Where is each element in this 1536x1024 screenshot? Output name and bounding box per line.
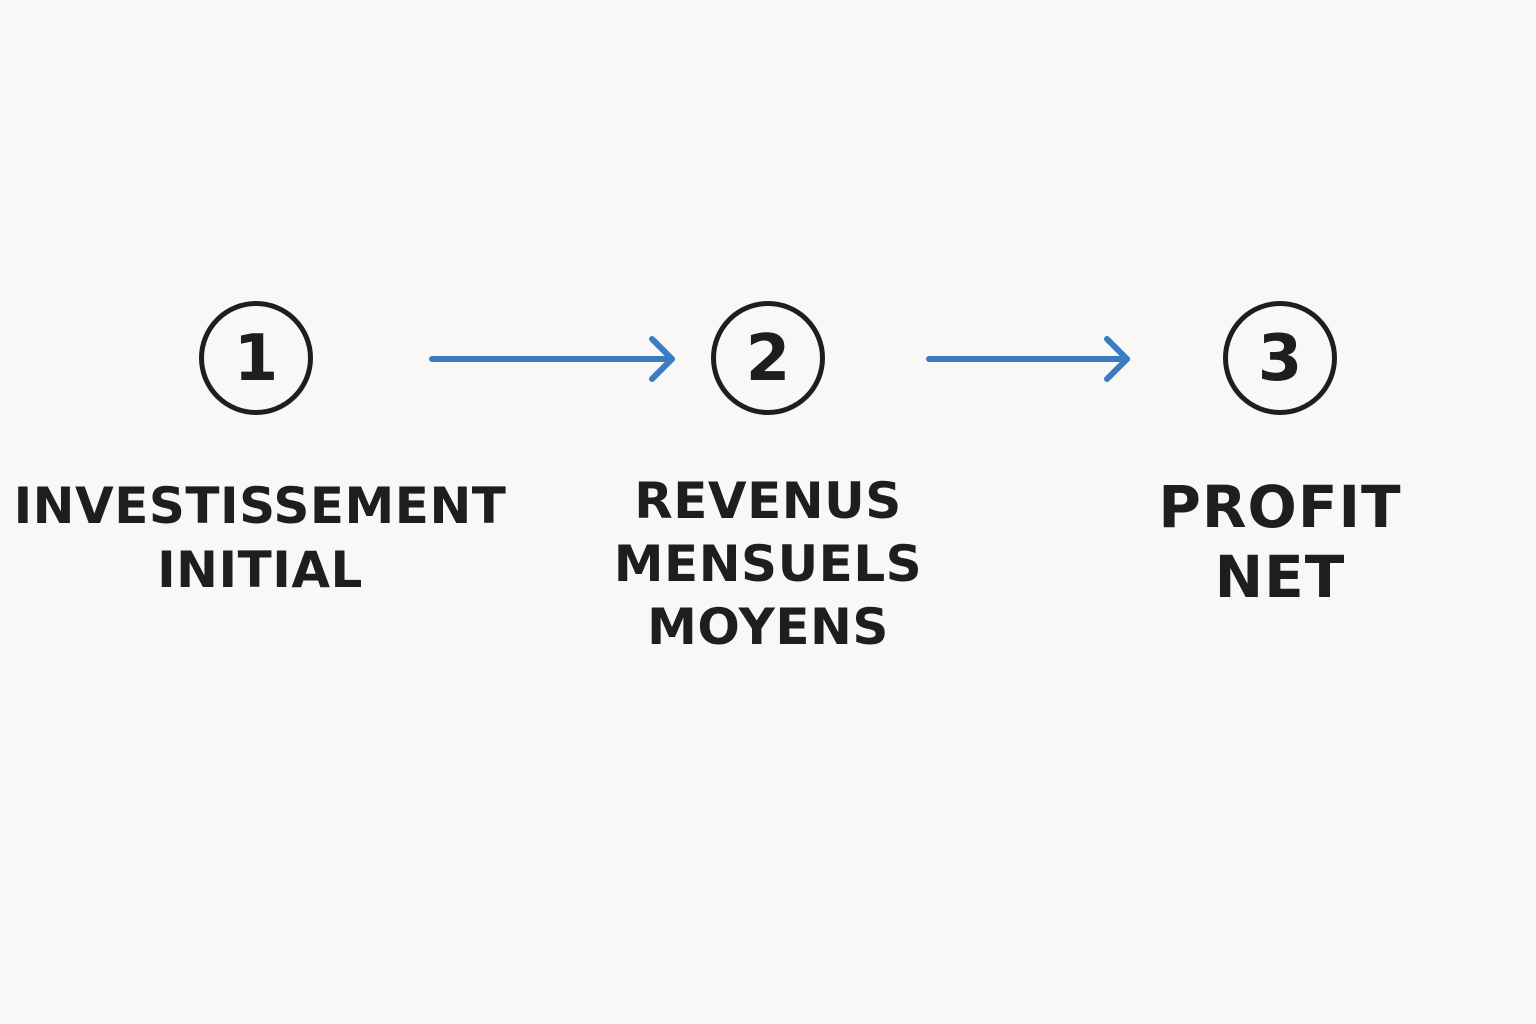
step-3-label-line-1: PROFIT: [1158, 473, 1402, 541]
right-arrow-icon: [926, 336, 1130, 382]
right-arrow-icon: [429, 336, 675, 382]
step-2-circle: 2: [711, 301, 825, 415]
step-1-label: INVESTISSEMENT INITIAL: [0, 474, 520, 602]
step-3-label-line-2: NET: [1214, 543, 1346, 611]
step-1-number: 1: [233, 322, 279, 396]
step-2-number: 2: [745, 322, 791, 396]
step-3-circle: 3: [1223, 301, 1337, 415]
step-1-label-line-1: INVESTISSEMENT: [13, 477, 507, 535]
step-2-label: REVENUS MENSUELS MOYENS: [568, 470, 968, 659]
step-3-label: PROFIT NET: [1100, 472, 1460, 612]
step-3-number: 3: [1257, 322, 1303, 396]
step-1-label-line-2: INITIAL: [157, 541, 363, 599]
step-2-label-line-2: MENSUELS: [613, 535, 923, 593]
step-1-circle: 1: [199, 301, 313, 415]
step-2-label-line-3: MOYENS: [647, 598, 889, 656]
step-2-label-line-1: REVENUS: [634, 472, 902, 530]
